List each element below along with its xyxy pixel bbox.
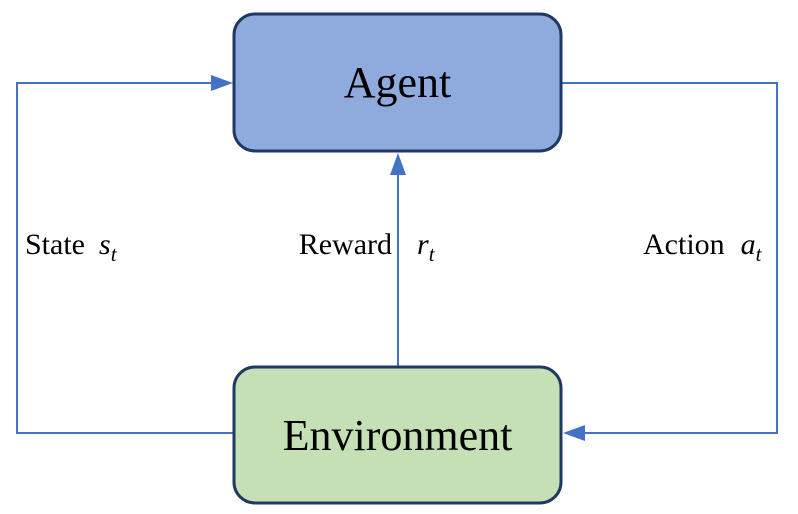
reward-edge-label-symbol: rt bbox=[417, 226, 435, 266]
agent-node[interactable] bbox=[232, 12, 563, 153]
state-edge-line bbox=[16, 82, 233, 434]
action-subscript: t bbox=[755, 242, 762, 266]
state-symbol: s bbox=[99, 228, 111, 261]
reward-arrowhead-icon bbox=[390, 153, 406, 175]
action-edge-line bbox=[561, 82, 778, 434]
state-word: State bbox=[25, 228, 85, 261]
state-subscript: t bbox=[110, 242, 117, 266]
reward-symbol: r bbox=[417, 228, 429, 261]
action-arrowhead-icon bbox=[563, 425, 585, 441]
reward-word: Reward bbox=[298, 228, 392, 261]
environment-node[interactable] bbox=[232, 365, 563, 505]
action-word: Action bbox=[643, 228, 725, 261]
action-symbol: a bbox=[740, 228, 756, 261]
state-arrowhead-icon bbox=[211, 75, 233, 91]
reward-subscript: t bbox=[428, 242, 435, 266]
reward-edge-label-word: Reward bbox=[260, 226, 392, 264]
